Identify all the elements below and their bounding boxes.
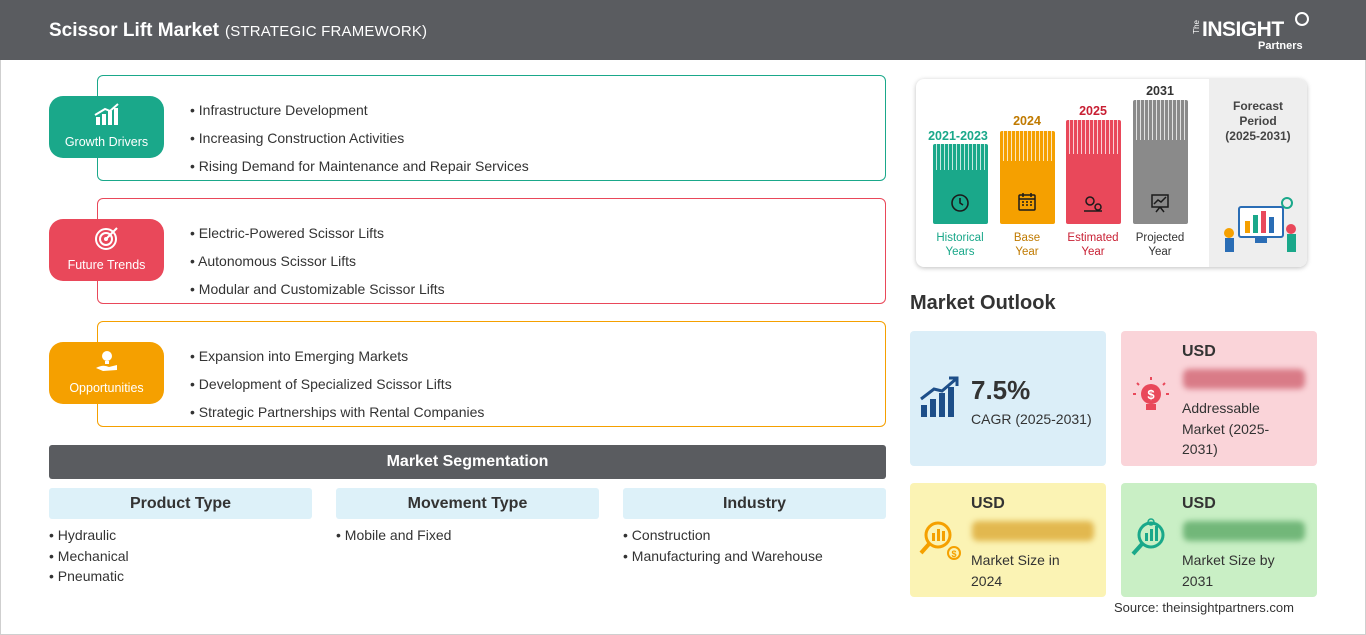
timeline-year-estimated: 2025 bbox=[1079, 104, 1107, 118]
forecast-period-panel: Forecast Period (2025-2031) bbox=[1209, 79, 1307, 267]
segment-heading: Product Type bbox=[49, 488, 312, 519]
segment-movement-type: Movement Type • Mobile and Fixed bbox=[336, 488, 599, 546]
timeline-card: Forecast Period (2025-2031) 2021-2023 Hi… bbox=[916, 79, 1307, 267]
forecast-line1: Forecast bbox=[1232, 99, 1284, 113]
cagr-value: 7.5% bbox=[971, 375, 1031, 405]
timeline-bar-historical bbox=[933, 144, 988, 224]
source-note: Source: theinsightpartners.com bbox=[1114, 600, 1294, 615]
growth-magnifier-icon bbox=[1131, 518, 1165, 556]
segment-list: • Construction • Manufacturing and Wareh… bbox=[623, 525, 886, 566]
growth-drivers-box: • Infrastructure Development • Increasin… bbox=[97, 75, 886, 181]
list-item: • Strategic Partnerships with Rental Com… bbox=[190, 404, 485, 420]
size-2024-currency: USD bbox=[971, 495, 1005, 512]
opportunities-label: Opportunities bbox=[69, 381, 144, 395]
addressable-value-redacted bbox=[1183, 369, 1305, 389]
timeline-year-base: 2024 bbox=[1013, 114, 1041, 128]
timeline-year-projected: 2031 bbox=[1146, 84, 1174, 98]
opportunities-list: • Expansion into Emerging Markets • Deve… bbox=[190, 342, 484, 426]
segment-heading: Movement Type bbox=[336, 488, 599, 519]
segment-industry: Industry • Construction • Manufacturing … bbox=[623, 488, 886, 566]
market-outlook-title: Market Outlook bbox=[910, 292, 1056, 314]
list-item: • Rising Demand for Maintenance and Repa… bbox=[190, 158, 529, 174]
header-bar: Scissor Lift Market (STRATEGIC FRAMEWORK)… bbox=[0, 0, 1366, 60]
page-title: Scissor Lift Market (STRATEGIC FRAMEWORK) bbox=[49, 20, 427, 42]
market-segmentation-header: Market Segmentation bbox=[49, 445, 886, 479]
segment-heading: Industry bbox=[623, 488, 886, 519]
segment-list: • Mobile and Fixed bbox=[336, 525, 599, 546]
future-trends-list: • Electric-Powered Scissor Lifts • Auton… bbox=[190, 219, 445, 303]
insight-partners-logo: The INSIGHT Partners bbox=[1192, 10, 1312, 54]
money-lightbulb-icon: $ bbox=[1133, 377, 1169, 410]
svg-text:$: $ bbox=[1147, 387, 1155, 402]
addressable-label: Addressable Market (2025- 2031) bbox=[1182, 400, 1270, 457]
list-item: • Autonomous Scissor Lifts bbox=[190, 253, 356, 269]
list-item: • Electric-Powered Scissor Lifts bbox=[190, 225, 384, 241]
history-clock-icon bbox=[951, 194, 969, 212]
forecast-line3: (2025-2031) bbox=[1225, 129, 1291, 143]
size-2024-value-redacted bbox=[972, 521, 1094, 541]
list-item: • Mechanical bbox=[49, 547, 129, 564]
growth-drivers-label: Growth Drivers bbox=[64, 135, 149, 149]
growth-arrow-chart-icon bbox=[920, 376, 959, 417]
list-item: • Manufacturing and Warehouse bbox=[623, 547, 823, 564]
forecast-line2: Period bbox=[1239, 114, 1277, 128]
title-text: Scissor Lift Market bbox=[49, 20, 219, 41]
list-item: • Hydraulic bbox=[49, 527, 117, 543]
timeline-bar-projected bbox=[1133, 100, 1188, 224]
timeline-bar-estimated bbox=[1066, 120, 1121, 224]
future-trends-label: Future Trends bbox=[67, 258, 146, 272]
addressable-currency: USD bbox=[1182, 343, 1216, 360]
opportunities-tag: Opportunities bbox=[49, 342, 164, 404]
list-item: • Construction bbox=[623, 527, 711, 543]
size-2031-currency: USD bbox=[1182, 495, 1216, 512]
size-2031-label: Market Size by 2031 bbox=[1182, 552, 1275, 589]
logo-partners: Partners bbox=[1258, 40, 1303, 52]
list-item: • Development of Specialized Scissor Lif… bbox=[190, 376, 452, 392]
logo-main: INSIGHT bbox=[1202, 18, 1284, 41]
market-size-2031-card: USD Market Size by 2031 bbox=[1121, 483, 1317, 597]
growth-drivers-tag: Growth Drivers bbox=[49, 96, 164, 158]
projection-board-icon bbox=[1151, 194, 1169, 213]
list-item: • Mobile and Fixed bbox=[336, 527, 452, 543]
svg-text:$: $ bbox=[951, 549, 956, 559]
list-item: • Expansion into Emerging Markets bbox=[190, 348, 409, 364]
lightbulb-hand-icon bbox=[96, 351, 117, 371]
forecast-analytics-icon bbox=[1224, 197, 1296, 252]
growth-chart-icon bbox=[94, 103, 119, 125]
money-magnifier-icon: $ bbox=[919, 521, 961, 560]
market-size-2024-card: USD $ Market Size in 2024 bbox=[910, 483, 1106, 597]
addressable-market-card: USD $ Addressable Market (2025- 2031) bbox=[1121, 331, 1317, 466]
future-trends-tag: Future Trends bbox=[49, 219, 164, 281]
segment-list: • Hydraulic • Mechanical • Pneumatic bbox=[49, 525, 312, 587]
growth-drivers-list: • Infrastructure Development • Increasin… bbox=[190, 96, 529, 180]
future-trends-box: • Electric-Powered Scissor Lifts • Auton… bbox=[97, 198, 886, 304]
cagr-label: CAGR (2025-2031) bbox=[971, 411, 1092, 427]
target-icon bbox=[95, 227, 118, 250]
logo-the: The bbox=[1192, 20, 1201, 34]
title-subtitle: (STRATEGIC FRAMEWORK) bbox=[225, 23, 428, 40]
list-item: • Increasing Construction Activities bbox=[190, 130, 405, 146]
timeline-year-historical: 2021-2023 bbox=[928, 129, 988, 143]
opportunities-box: • Expansion into Emerging Markets • Deve… bbox=[97, 321, 886, 427]
size-2031-value-redacted bbox=[1183, 521, 1305, 541]
calendar-icon bbox=[1018, 193, 1036, 211]
list-item: • Pneumatic bbox=[49, 568, 124, 584]
logo-arc-icon bbox=[1295, 12, 1309, 26]
list-item: • Infrastructure Development bbox=[190, 102, 368, 118]
segment-product-type: Product Type • Hydraulic • Mechanical • … bbox=[49, 488, 312, 587]
estimate-gears-icon bbox=[1084, 196, 1102, 212]
timeline-bar-base bbox=[1000, 131, 1055, 224]
cagr-card: 7.5% CAGR (2025-2031) bbox=[910, 331, 1106, 466]
list-item: • Modular and Customizable Scissor Lifts bbox=[190, 281, 445, 297]
size-2024-label: Market Size in 2024 bbox=[971, 552, 1060, 589]
